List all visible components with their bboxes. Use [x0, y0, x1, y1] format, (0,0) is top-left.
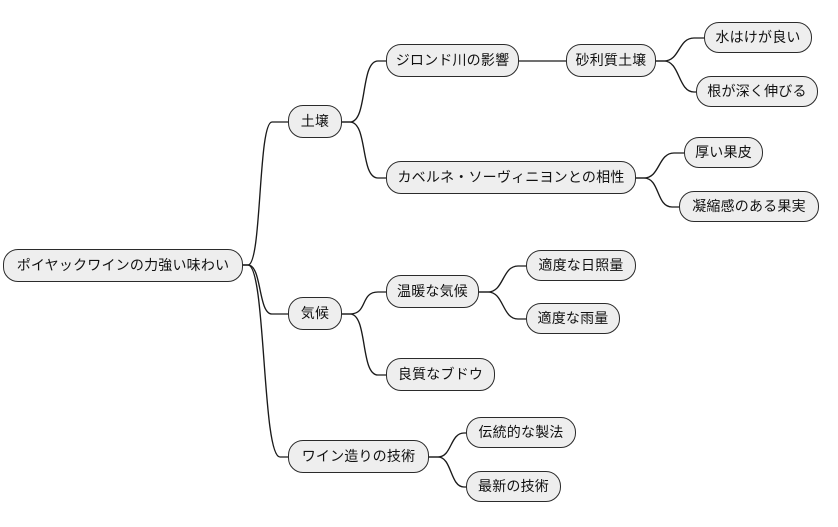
node-moderate-sunshine[interactable]: 適度な日照量	[526, 250, 636, 281]
edge-soil-to-cabernet	[341, 121, 387, 179]
node-gironde-influence-label: ジロンド川の影響	[395, 52, 510, 69]
node-root-label: ポイヤックワインの力強い味わい	[16, 257, 230, 274]
edge-gravel_soil-to-deep_roots	[655, 60, 697, 93]
node-moderate-rainfall[interactable]: 適度な雨量	[526, 303, 620, 334]
node-warm-climate-label: 温暖な気候	[397, 283, 468, 300]
edge-root-to-climate	[242, 264, 289, 315]
node-good-drainage[interactable]: 水はけが良い	[704, 22, 812, 53]
node-moderate-rainfall-label: 適度な雨量	[537, 310, 609, 327]
edge-root-to-winemaking	[242, 264, 289, 458]
node-quality-grapes-label: 良質なブドウ	[397, 366, 484, 383]
edge-soil-to-gironde	[341, 60, 387, 123]
node-traditional-method-label: 伝統的な製法	[478, 424, 564, 441]
node-climate[interactable]: 気候	[288, 297, 342, 330]
node-moderate-sunshine-label: 適度な日照量	[538, 257, 624, 274]
node-latest-technology-label: 最新の技術	[478, 478, 549, 495]
edge-climate-to-warm_climate	[341, 291, 387, 315]
edge-winemaking-to-traditional_method	[428, 432, 467, 458]
node-gravel-soil[interactable]: 砂利質土壌	[566, 44, 656, 77]
edge-cabernet-to-thick_skin	[635, 152, 685, 179]
edge-winemaking-to-latest_technology	[428, 456, 467, 488]
node-concentrated-fruit[interactable]: 凝縮感のある果実	[679, 191, 819, 222]
node-gironde-influence[interactable]: ジロンド川の影響	[386, 44, 519, 77]
node-thick-skin[interactable]: 厚い果皮	[684, 137, 763, 168]
node-deep-roots-label: 根が深く伸びる	[707, 83, 807, 100]
node-concentrated-fruit-label: 凝縮感のある果実	[692, 198, 806, 215]
node-traditional-method[interactable]: 伝統的な製法	[466, 417, 576, 448]
edge-warm_climate-to-sunshine	[478, 265, 527, 293]
node-warm-climate[interactable]: 温暖な気候	[386, 275, 479, 308]
node-cabernet-compatibility-label: カベルネ・ソーヴィニヨンとの相性	[397, 169, 625, 186]
node-soil[interactable]: 土壌	[288, 105, 342, 138]
node-thick-skin-label: 厚い果皮	[695, 144, 752, 161]
node-gravel-soil-label: 砂利質土壌	[575, 52, 647, 69]
node-good-drainage-label: 水はけが良い	[715, 29, 801, 46]
edge-gravel_soil-to-good_drainage	[655, 37, 705, 62]
node-winemaking-technique[interactable]: ワイン造りの技術	[288, 440, 429, 473]
node-cabernet-compatibility[interactable]: カベルネ・ソーヴィニヨンとの相性	[386, 161, 636, 194]
edge-cabernet-to-concentrated_fruit	[635, 177, 680, 208]
node-root[interactable]: ポイヤックワインの力強い味わい	[3, 249, 243, 282]
node-climate-label: 気候	[300, 305, 330, 322]
node-deep-roots[interactable]: 根が深く伸びる	[696, 76, 818, 107]
node-winemaking-technique-label: ワイン造りの技術	[301, 448, 416, 465]
edge-warm_climate-to-rainfall	[478, 291, 527, 320]
edge-root-to-soil	[242, 121, 289, 266]
node-latest-technology[interactable]: 最新の技術	[466, 471, 561, 502]
edge-climate-to-quality_grapes	[341, 313, 387, 376]
node-soil-label: 土壌	[300, 113, 330, 130]
node-quality-grapes[interactable]: 良質なブドウ	[386, 358, 495, 391]
